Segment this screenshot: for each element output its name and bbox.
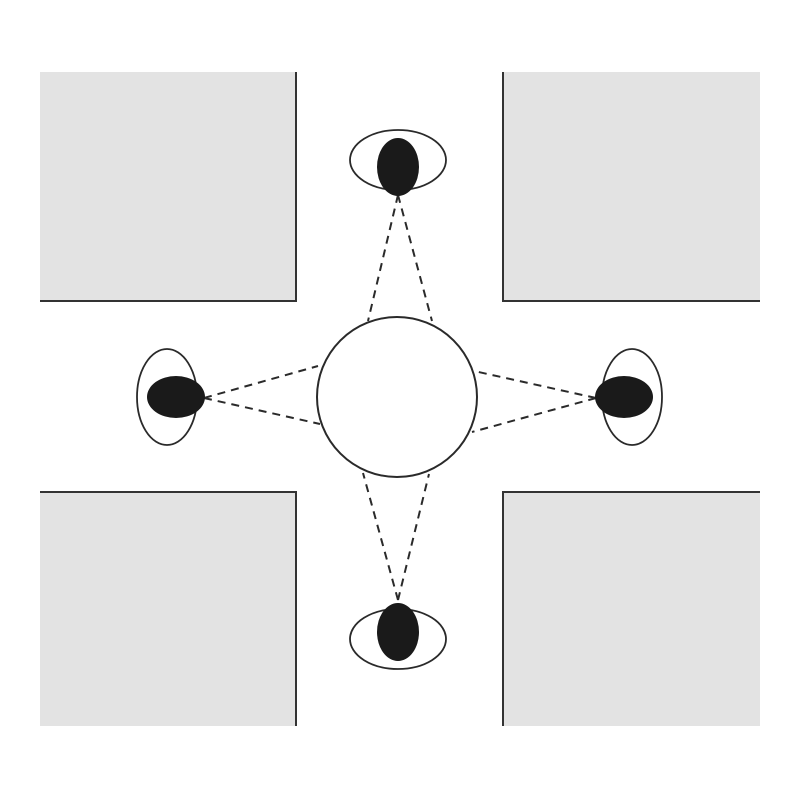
building-block-top-right xyxy=(502,72,760,302)
sight-line-bottom-left xyxy=(362,472,399,601)
eye-icon-top xyxy=(349,129,447,196)
building-block-bottom-left xyxy=(40,491,297,726)
sight-lines xyxy=(203,194,597,601)
eye-icon-right xyxy=(595,348,663,446)
building-block-bottom-right xyxy=(502,491,760,726)
sight-line-top-left xyxy=(367,194,399,322)
sight-line-left-top xyxy=(203,365,319,399)
sight-line-right-top xyxy=(473,370,597,399)
sight-line-top-right xyxy=(397,194,433,322)
eye-icon-bottom xyxy=(349,603,447,670)
sight-line-bottom-right xyxy=(397,473,430,601)
sight-line-left-bottom xyxy=(203,397,321,425)
center-circle-object xyxy=(316,316,478,478)
sight-line-right-bottom xyxy=(471,397,597,433)
building-block-top-left xyxy=(40,72,297,302)
eye-icon-left xyxy=(136,348,205,446)
